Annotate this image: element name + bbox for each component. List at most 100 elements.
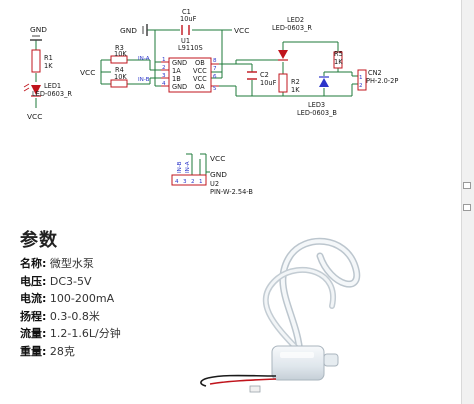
resistor-r2: [278, 73, 288, 93]
net-label-in-b: IN-B: [138, 77, 150, 83]
r1-value: 1K: [44, 62, 53, 70]
u1-pin-num-8: 8: [213, 58, 217, 64]
right-edge-strip: [461, 0, 474, 404]
param-value: 1.2-1.6L/分钟: [49, 327, 121, 340]
u1-pin-right-5: OA: [195, 83, 205, 91]
r2-value: 1K: [291, 86, 300, 94]
param-value: 100-200mA: [49, 292, 115, 305]
u1-pin-num-2: 2: [162, 65, 166, 71]
u2-pin-2: 2: [191, 179, 195, 185]
u1-pin-left-2: 1A: [172, 67, 181, 75]
capacitor-c2: [247, 71, 257, 80]
param-value: 0.3-0.8米: [49, 309, 100, 323]
u1-pin-num-7: 7: [213, 66, 217, 72]
u2-pin-4: 4: [175, 179, 179, 185]
param-label: 扬程:: [20, 309, 47, 323]
header-u2: [171, 174, 207, 186]
params-list: 名称: 微型水泵 电压: DC3-5V 电流: 100-200mA 扬程: 0.…: [20, 255, 250, 360]
r3-ref: R3: [115, 44, 124, 52]
r5-ref: R5: [334, 50, 343, 58]
resistor-r3: [110, 55, 128, 64]
u1-left-pins: GND 1A 1B GND 1 2 3 4: [161, 57, 187, 91]
gnd-label-left: GND: [30, 25, 47, 34]
c1-value: 10uF: [180, 15, 197, 23]
param-label: 名称:: [20, 257, 47, 270]
cn2-pin-1: 1: [359, 75, 363, 81]
pump-wires: [200, 374, 277, 393]
param-row-current: 电流: 100-200mA: [20, 290, 250, 308]
connector-cn2: [357, 69, 367, 91]
vcc-label-left: VCC: [27, 112, 42, 121]
r2-ref: R2: [291, 78, 300, 86]
resistor-r1: [31, 49, 41, 73]
power-gnd-symbol-top: [142, 24, 148, 36]
edge-marker: [463, 182, 471, 189]
u1-pin-right-7: VCC: [193, 67, 207, 75]
gnd-label-top: GND: [120, 26, 137, 35]
led1-ref: LED1: [44, 82, 61, 90]
power-gnd-symbol-left: GND: [30, 25, 47, 41]
u1-pin-right-6: VCC: [193, 75, 207, 83]
led3-ref: LED3: [308, 101, 325, 109]
cn2-part: PH-2.0-2P: [366, 77, 398, 85]
led1-symbol: [23, 83, 41, 97]
cn2-ref: CN2: [368, 69, 382, 77]
gnd-label-u2: GND: [210, 170, 227, 179]
u1-pin-left-4: GND: [172, 83, 187, 91]
resistor-r4: [110, 79, 128, 88]
ic-u1-body: [168, 57, 212, 93]
pump-tube: [262, 237, 361, 358]
u1-pin-num-6: 6: [213, 74, 217, 80]
u2-ref: U2: [210, 180, 219, 188]
c2-ref: C2: [260, 71, 269, 79]
pump-photo: [200, 237, 361, 393]
u1-pin-left-3: 1B: [172, 75, 181, 83]
c2-value: 10uF: [260, 79, 277, 87]
led2-symbol: [278, 50, 288, 61]
u1-pin-num-5: 5: [213, 86, 217, 92]
u1-pin-num-3: 3: [162, 73, 166, 79]
vcc-label-u2: VCC: [210, 154, 225, 163]
param-label: 电流:: [20, 292, 47, 305]
net-label-in-a: IN-A: [138, 56, 150, 62]
vcc-label-input: VCC: [80, 68, 95, 77]
r4-value: 10K: [114, 73, 127, 81]
led3-package: LED-0603_B: [297, 109, 337, 117]
param-value: 28克: [49, 344, 75, 358]
r3-value: 10K: [114, 50, 127, 58]
r5-value: 1K: [334, 58, 343, 66]
param-row-voltage: 电压: DC3-5V: [20, 273, 250, 291]
u2-net-in-b: IN-B: [177, 161, 183, 173]
led2-ref: LED2: [287, 16, 304, 24]
r4-ref: R4: [115, 66, 124, 74]
param-label: 电压:: [20, 274, 47, 288]
u2-part: PIN-W-2.54-B: [210, 188, 253, 196]
u1-pin-right-8: OB: [195, 59, 205, 67]
u1-right-pins: OB VCC VCC OA 8 7 6 5: [193, 58, 219, 92]
led3-symbol: [319, 76, 329, 87]
c1-ref: C1: [182, 8, 191, 16]
led2-package: LED-0603_R: [272, 24, 312, 32]
u2-pin-1: 1: [199, 179, 203, 185]
params-title: 参数: [20, 230, 58, 251]
param-label: 流量:: [20, 327, 47, 340]
param-row-flow: 流量: 1.2-1.6L/分钟: [20, 325, 250, 343]
param-label: 重量:: [20, 344, 47, 358]
schematic-diagram: GND R1 1K LED1 LED-0603_R VCC VCC R3 10K…: [23, 8, 398, 196]
u1-ref: U1: [181, 37, 190, 45]
u1-part: L9110S: [178, 44, 203, 52]
r1-ref: R1: [44, 54, 53, 62]
u1-pin-num-4: 4: [162, 81, 166, 87]
param-row-name: 名称: 微型水泵: [20, 255, 250, 273]
u1-pin-num-1: 1: [162, 57, 166, 63]
cn2-pin-2: 2: [359, 83, 363, 89]
led1-package: LED-0603_R: [32, 90, 72, 98]
wires: [35, 29, 358, 175]
u2-net-in-a: IN-A: [185, 161, 191, 173]
param-row-weight: 重量: 28克: [20, 343, 250, 361]
pump-body: [271, 345, 339, 381]
param-value: DC3-5V: [49, 274, 92, 288]
param-value: 微型水泵: [49, 257, 94, 270]
capacitor-c1: [181, 25, 190, 35]
